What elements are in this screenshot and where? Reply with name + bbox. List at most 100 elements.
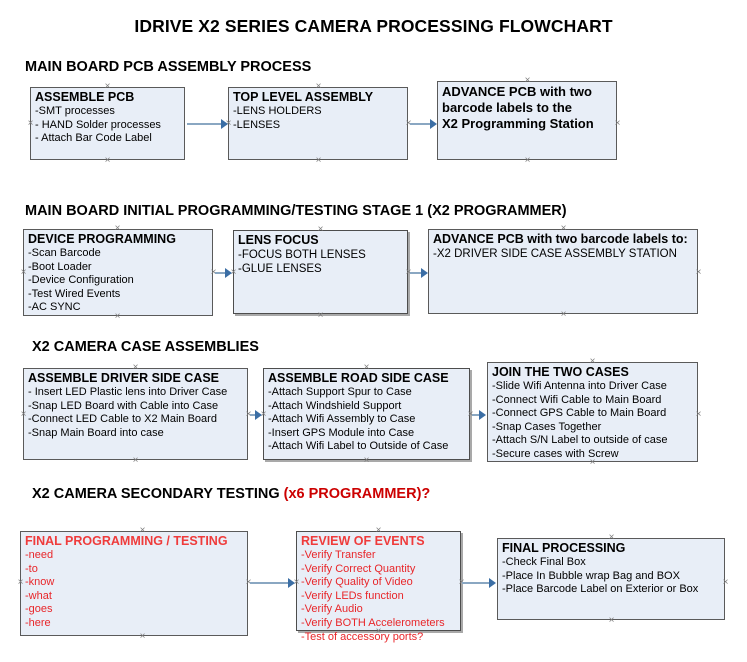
box-title: DEVICE PROGRAMMING bbox=[28, 232, 176, 246]
box-item-list: -FOCUS BOTH LENSES -GLUE LENSES bbox=[238, 248, 404, 276]
anchor-x-mark bbox=[523, 156, 532, 165]
box-item-list: - Insert LED Plastic lens into Driver Ca… bbox=[28, 386, 244, 440]
anchor-x-mark bbox=[131, 363, 140, 372]
list-item: -Test Wired Events bbox=[28, 287, 121, 300]
anchor-x-mark bbox=[613, 119, 622, 128]
anchor-x-mark bbox=[131, 456, 140, 465]
box-assemble-driver-side-case[interactable]: ASSEMBLE DRIVER SIDE CASE - Insert LED P… bbox=[23, 368, 248, 460]
box-title: ASSEMBLE PCB bbox=[35, 90, 135, 104]
box-join-the-two-cases[interactable]: JOIN THE TWO CASES -Slide Wifi Antenna i… bbox=[487, 362, 698, 462]
box-title-line2: barcode labels to the bbox=[442, 100, 573, 115]
connector-line bbox=[215, 272, 225, 274]
box-item-list: -SMT processes - HAND Solder processes -… bbox=[35, 105, 181, 146]
anchor-x-mark bbox=[19, 410, 28, 419]
list-item: -Slide Wifi Antenna into Driver Case bbox=[492, 380, 667, 392]
anchor-x-mark bbox=[316, 225, 325, 234]
box-assemble-road-side-case[interactable]: ASSEMBLE ROAD SIDE CASE -Attach Support … bbox=[263, 368, 470, 460]
connector-arrowhead bbox=[489, 578, 496, 588]
box-title: LENS FOCUS bbox=[238, 233, 319, 247]
anchor-x-mark bbox=[362, 363, 371, 372]
box-review-of-events[interactable]: REVIEW OF EVENTS -Verify Transfer -Verif… bbox=[296, 531, 461, 643]
connector-arrowhead bbox=[221, 119, 228, 129]
box-final-programming-testing[interactable]: FINAL PROGRAMMING / TESTING -need -to -k… bbox=[20, 531, 248, 636]
anchor-x-mark bbox=[26, 119, 35, 128]
anchor-x-mark bbox=[138, 632, 147, 641]
list-item: -goes bbox=[25, 603, 53, 616]
connector-arrowhead bbox=[421, 268, 428, 278]
list-item: -know bbox=[25, 576, 55, 589]
box-title: ASSEMBLE ROAD SIDE CASE bbox=[268, 371, 449, 385]
anchor-x-mark bbox=[559, 310, 568, 319]
list-item: -LENSES bbox=[233, 118, 281, 131]
box-item-list: -LENS HOLDERS -LENSES bbox=[233, 105, 404, 132]
list-item: -Verify Correct Quantity bbox=[301, 562, 416, 575]
section-heading-4-accent: (x6 PROGRAMMER)? bbox=[283, 486, 431, 502]
list-item: -Attach S/N Label to outside of case bbox=[492, 434, 668, 447]
anchor-x-mark bbox=[694, 268, 703, 277]
box-title: JOIN THE TWO CASES bbox=[492, 365, 629, 379]
anchor-x-mark bbox=[607, 533, 616, 542]
list-item: -Check Final Box bbox=[502, 556, 586, 568]
list-item: -Secure cases with Screw bbox=[492, 447, 619, 460]
list-item: -Snap Main Board into case bbox=[28, 426, 164, 439]
anchor-x-mark bbox=[588, 357, 597, 366]
box-item-list: -Check Final Box -Place In Bubble wrap B… bbox=[502, 556, 721, 597]
box-advance-pcb-driver-side-station[interactable]: ADVANCE PCB with two barcode labels to: … bbox=[428, 229, 698, 314]
anchor-x-mark bbox=[103, 82, 112, 91]
anchor-x-mark bbox=[523, 76, 532, 85]
connector-line bbox=[410, 272, 422, 274]
list-item: -Verify Quality of Video bbox=[301, 576, 413, 589]
box-top-level-assembly[interactable]: TOP LEVEL ASSEMBLY -LENS HOLDERS -LENSES bbox=[228, 87, 408, 160]
list-item: - Attach Bar Code Label bbox=[35, 132, 152, 145]
box-item-list: -need -to -know -what -goes -here bbox=[25, 549, 244, 631]
anchor-x-mark bbox=[721, 578, 730, 587]
anchor-x-mark bbox=[559, 224, 568, 233]
section-heading-4-text: X2 CAMERA SECONDARY TESTING bbox=[32, 486, 284, 502]
box-lens-focus[interactable]: LENS FOCUS -FOCUS BOTH LENSES -GLUE LENS… bbox=[233, 230, 408, 314]
anchor-x-mark bbox=[588, 458, 597, 467]
list-item: -Connect Wifi Cable to Main Board bbox=[492, 393, 662, 406]
list-item: -AC SYNC bbox=[28, 301, 81, 314]
box-final-processing[interactable]: FINAL PROCESSING -Check Final Box -Place… bbox=[497, 538, 725, 620]
list-item: -Verify BOTH Accelerometers bbox=[301, 616, 445, 629]
list-item: -Attach Support Spur to Case bbox=[268, 386, 412, 398]
list-item: -Snap Cases Together bbox=[492, 420, 602, 433]
box-title: ASSEMBLE DRIVER SIDE CASE bbox=[28, 371, 220, 385]
list-item: -Verify LEDs function bbox=[301, 589, 404, 602]
section-heading-2: MAIN BOARD INITIAL PROGRAMMING/TESTING S… bbox=[25, 203, 567, 219]
list-item: -to bbox=[25, 562, 38, 575]
box-title: ADVANCE PCB with two bbox=[442, 84, 592, 99]
box-device-programming[interactable]: DEVICE PROGRAMMING -Scan Barcode -Boot L… bbox=[23, 229, 213, 316]
box-item-list: -Slide Wifi Antenna into Driver Case -Co… bbox=[492, 380, 694, 462]
list-item: -LENS HOLDERS bbox=[233, 105, 322, 117]
connector-arrowhead bbox=[288, 578, 295, 588]
connector-line bbox=[462, 582, 490, 584]
list-item: -Connect GPS Cable to Main Board bbox=[492, 407, 667, 420]
page-title: IDRIVE X2 SERIES CAMERA PROCESSING FLOWC… bbox=[134, 16, 613, 36]
box-assemble-pcb[interactable]: ASSEMBLE PCB -SMT processes - HAND Solde… bbox=[30, 87, 185, 160]
anchor-x-mark bbox=[103, 156, 112, 165]
list-item: -Snap LED Board with Cable into Case bbox=[28, 399, 219, 412]
box-item-list: -Attach Support Spur to Case -Attach Win… bbox=[268, 386, 466, 454]
list-item: -what bbox=[25, 589, 52, 602]
anchor-x-mark bbox=[19, 268, 28, 277]
list-item: -Device Configuration bbox=[28, 274, 134, 287]
list-item: -X2 DRIVER SIDE CASE ASSEMBLY STATION bbox=[433, 248, 677, 260]
list-item: -Connect LED Cable to X2 Main Board bbox=[28, 413, 217, 426]
list-item: -Boot Loader bbox=[28, 260, 92, 273]
list-item: -Scan Barcode bbox=[28, 247, 101, 259]
list-item: -Insert GPS Module into Case bbox=[268, 426, 415, 439]
box-advance-pcb-programming-station[interactable]: ADVANCE PCB with two barcode labels to t… bbox=[437, 81, 617, 160]
box-title-line3: X2 Programming Station bbox=[442, 116, 594, 131]
box-title: TOP LEVEL ASSEMBLY bbox=[233, 90, 374, 104]
connector-line bbox=[250, 414, 256, 416]
anchor-x-mark bbox=[362, 456, 371, 465]
connector-arrowhead bbox=[430, 119, 437, 129]
section-heading-1: MAIN BOARD PCB ASSEMBLY PROCESS bbox=[25, 59, 312, 75]
list-item: -Place Barcode Label on Exterior or Box bbox=[502, 583, 699, 596]
section-heading-4: X2 CAMERA SECONDARY TESTING (x6 PROGRAMM… bbox=[32, 486, 430, 502]
anchor-x-mark bbox=[138, 526, 147, 535]
list-item: -Verify Audio bbox=[301, 603, 363, 616]
list-item: - HAND Solder processes bbox=[35, 118, 161, 131]
